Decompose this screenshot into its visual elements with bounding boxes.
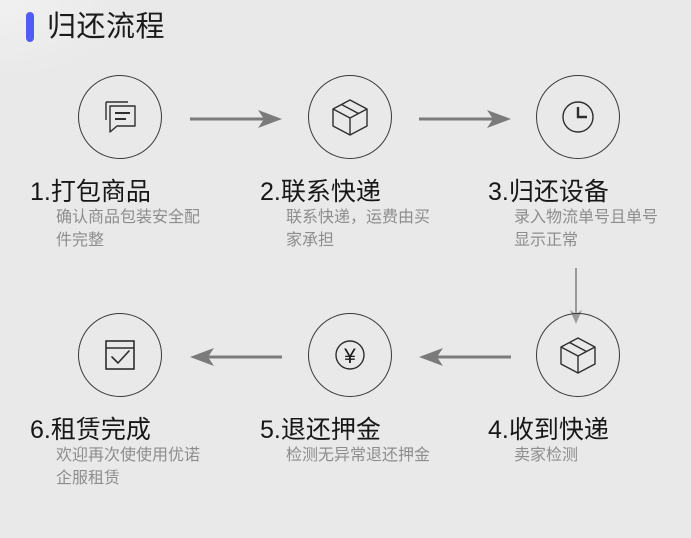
arrow-right-icon (419, 110, 511, 128)
return-flow-diagram: 1.打包商品 确认商品包装安全配件完整 (0, 62, 691, 538)
checkbox-document-icon (104, 340, 135, 370)
flow-step-4-icon-wrap (470, 300, 685, 410)
flow-step-4-desc: 卖家检测 (514, 447, 579, 464)
flow-step-2-desc: 联系快递，运费由买家承担 (286, 209, 431, 249)
flow-step-3-icon-wrap (470, 62, 685, 172)
flow-step-6[interactable]: 6.租赁完成 欢迎再次使使用优诺企服租赁 (12, 300, 227, 490)
flow-step-3-title: 3.归还设备 (488, 178, 609, 206)
arrow-step1-to-step2 (188, 106, 284, 132)
flow-step-5-desc: 检测无异常退还押金 (286, 447, 431, 464)
flow-step-6-desc: 欢迎再次使使用优诺企服租赁 (56, 447, 201, 487)
flow-step-5-title: 5.退还押金 (260, 416, 381, 444)
flow-step-6-icon-wrap (12, 300, 227, 410)
flow-row-bottom: 6.租赁完成 欢迎再次使使用优诺企服租赁 ¥ 5.退还押金 检测无异常退还押金 (0, 300, 691, 538)
arrow-step2-to-step3 (417, 106, 513, 132)
yen-circle-icon: ¥ (334, 340, 365, 370)
flow-row-top: 1.打包商品 确认商品包装安全配件完整 (0, 62, 691, 324)
page-header: 归还流程 (26, 12, 165, 42)
arrow-step4-to-step5 (417, 344, 513, 370)
flow-step-6-circle (77, 313, 162, 397)
flow-step-2[interactable]: 2.联系快递 联系快递，运费由买家承担 (242, 62, 457, 252)
flow-step-1-desc: 确认商品包装安全配件完整 (56, 209, 201, 249)
flow-step-3[interactable]: 3.归还设备 录入物流单号且单号显示正常 (470, 62, 685, 252)
flow-step-2-title: 2.联系快递 (260, 178, 381, 206)
flow-step-5-icon-wrap: ¥ (242, 300, 457, 410)
arrow-left-icon (419, 348, 511, 366)
arrow-step5-to-step6 (188, 344, 284, 370)
flow-step-3-circle (535, 75, 620, 159)
flow-step-6-title: 6.租赁完成 (30, 416, 151, 444)
page-title: 归还流程 (47, 10, 166, 43)
flow-step-5[interactable]: ¥ 5.退还押金 检测无异常退还押金 (242, 300, 457, 468)
flow-step-1-icon-wrap (12, 62, 227, 172)
message-bubble-icon (104, 101, 136, 133)
flow-step-2-circle (307, 75, 392, 159)
flow-step-4[interactable]: 4.收到快递 卖家检测 (470, 300, 685, 468)
flow-step-4-circle (535, 313, 620, 397)
flow-step-1-circle (77, 75, 162, 159)
svg-text:¥: ¥ (343, 345, 356, 368)
flow-step-1[interactable]: 1.打包商品 确认商品包装安全配件完整 (12, 62, 227, 252)
flow-step-4-title: 4.收到快递 (488, 416, 609, 444)
accent-bar-icon (26, 12, 34, 42)
package-box-icon (331, 99, 368, 136)
package-box-icon (559, 337, 596, 374)
flow-step-1-title: 1.打包商品 (30, 178, 151, 206)
clock-icon (561, 101, 594, 133)
flow-step-3-desc: 录入物流单号且单号显示正常 (514, 209, 659, 249)
flow-step-2-icon-wrap (242, 62, 457, 172)
flow-step-5-circle: ¥ (307, 313, 392, 397)
arrow-right-icon (190, 110, 282, 128)
arrow-left-icon (190, 348, 282, 366)
